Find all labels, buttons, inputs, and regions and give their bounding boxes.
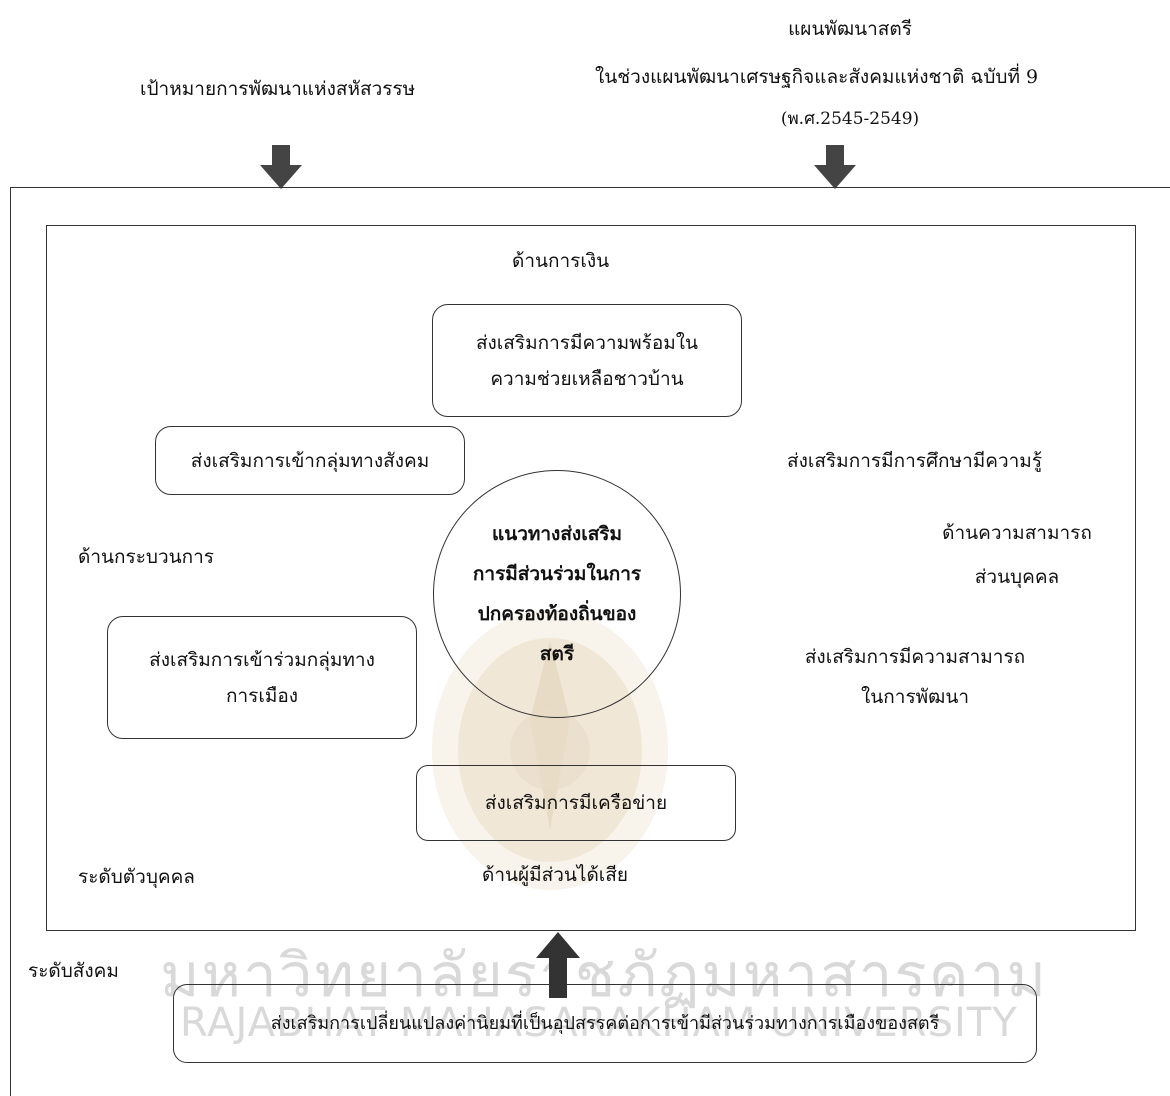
- education-text: ส่งเสริมการมีการศึกษามีความรู้: [787, 450, 1043, 472]
- plan-title-line2: ในช่วงแผนพัฒนาเศรษฐกิจและสังคมแห่งชาติ ฉ…: [595, 66, 1039, 88]
- political-box-line1: ส่งเสริมการเข้าร่วมกลุ่มทาง: [149, 648, 375, 671]
- dev-ability-line1: ส่งเสริมการมีความสามารถ: [804, 646, 1026, 668]
- down-arrow-icon-right: [814, 145, 856, 189]
- center-line4: สตรี: [539, 643, 575, 665]
- process-label: ด้านกระบวนการ: [78, 546, 215, 568]
- outer-frame: [10, 187, 1170, 1096]
- stakeholder-label: ด้านผู้มีส่วนได้เสีย: [482, 864, 629, 886]
- values-change-box: ส่งเสริมการเปลี่ยนแปลงค่านิยมที่เป็นอุปส…: [173, 984, 1037, 1063]
- network-box: ส่งเสริมการมีเครือข่าย: [416, 765, 736, 841]
- finance-box-line2: ความช่วยเหลือชาวบ้าน: [490, 367, 684, 390]
- network-label: ส่งเสริมการมีเครือข่าย: [484, 792, 668, 814]
- political-box-line2: การเมือง: [225, 684, 299, 707]
- center-line2: การมีส่วนร่วมในการ: [472, 563, 642, 585]
- finance-readiness-box: ส่งเสริมการมีความพร้อมใน ความช่วยเหลือชา…: [432, 304, 742, 417]
- social-group-box: ส่งเสริมการเข้ากลุ่มทางสังคม: [155, 426, 465, 495]
- up-arrow-icon: [536, 932, 580, 998]
- goal-label: เป้าหมายการพัฒนาแห่งสหัสวรรษ: [140, 78, 416, 100]
- individual-level-label: ระดับตัวบุคคล: [78, 866, 195, 888]
- plan-title-line1: แผนพัฒนาสตรี: [788, 18, 912, 40]
- center-line1: แนวทางส่งเสริม: [491, 523, 623, 545]
- dev-ability-line2: ในการพัฒนา: [861, 686, 969, 708]
- inner-frame: [46, 225, 1136, 931]
- personal-ability-line1: ด้านความสามารถ: [942, 522, 1092, 544]
- social-level-label: ระดับสังคม: [28, 960, 119, 982]
- personal-ability-line2: ส่วนบุคคล: [974, 566, 1060, 588]
- watermark-english: RAJABHAT MAHASARAKHAM UNIVERSITY: [180, 1000, 1018, 1046]
- finance-label: ด้านการเงิน: [512, 250, 610, 272]
- down-arrow-icon-left: [260, 145, 302, 189]
- political-group-box: ส่งเสริมการเข้าร่วมกลุ่มทาง การเมือง: [107, 616, 417, 739]
- watermark-thai: มหาวิทยาลัยราชภัฏมหาสารคาม: [160, 941, 1048, 1011]
- center-circle: แนวทางส่งเสริม การมีส่วนร่วมในการ ปกครอง…: [433, 470, 681, 718]
- center-line3: ปกครองท้องถิ่นของ: [477, 603, 637, 625]
- plan-title-line3: (พ.ศ.2545-2549): [780, 109, 920, 129]
- finance-box-line1: ส่งเสริมการมีความพร้อมใน: [475, 331, 699, 354]
- social-group-label: ส่งเสริมการเข้ากลุ่มทางสังคม: [190, 449, 430, 472]
- values-change-label: ส่งเสริมการเปลี่ยนแปลงค่านิยมที่เป็นอุปส…: [270, 1012, 940, 1034]
